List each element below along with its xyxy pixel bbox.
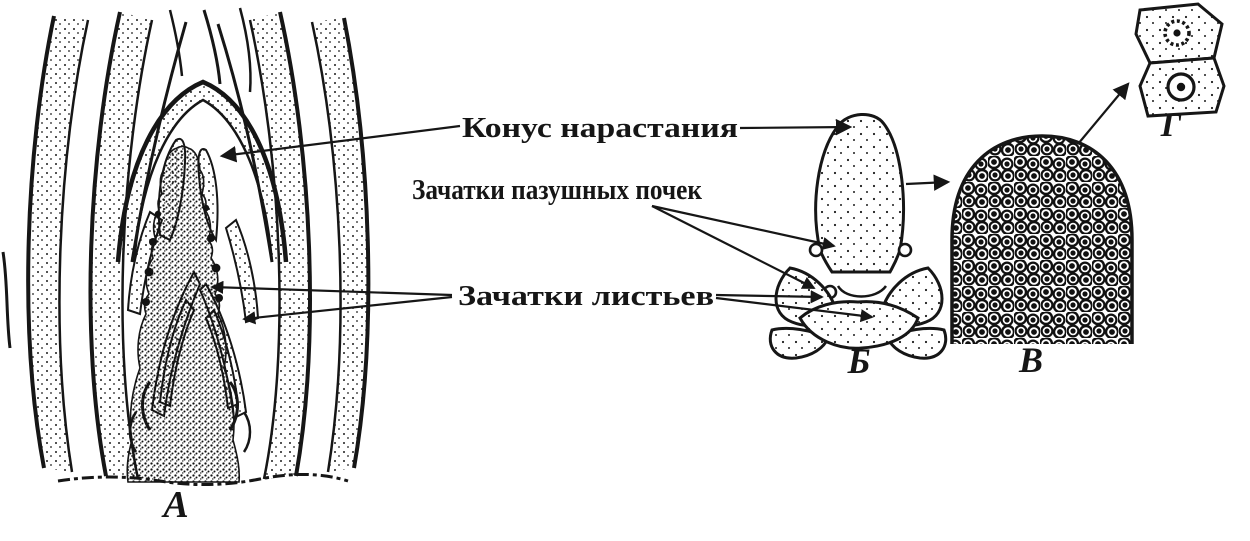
bud-scale — [88, 11, 122, 477]
basal-leaf-vein — [836, 285, 888, 298]
panel-b-illustration — [768, 113, 948, 360]
bud-scale — [202, 9, 222, 85]
nucleolus — [1173, 29, 1181, 37]
bud-scale — [58, 19, 90, 473]
basal-leaf — [798, 300, 920, 350]
section-base-line — [57, 473, 349, 487]
leader-lines — [210, 82, 1130, 325]
apex-dome — [814, 113, 905, 274]
leader-axillary-buds-1 — [651, 204, 836, 251]
panel-g-illustration — [1134, 2, 1226, 118]
basal-leaf — [768, 326, 830, 360]
leader-growth-cone-to-b — [739, 118, 853, 136]
bud-scale — [238, 7, 252, 93]
leader-leaf-left-2 — [242, 295, 453, 325]
primordium-nub — [142, 298, 150, 306]
axillary-bud-nub — [808, 242, 824, 258]
panel-letter-g: Г — [1160, 107, 1182, 144]
leaf-primordium-curl — [242, 411, 252, 453]
label-leaf-primordia: Зачатки листьев — [458, 280, 714, 312]
primordium-nub — [207, 234, 215, 242]
cell-dome-outline — [950, 134, 1134, 344]
bud-scale — [342, 17, 371, 469]
leader-leaf-right-2 — [715, 296, 874, 323]
leader-growth-cone-to-a — [219, 124, 461, 163]
primordium-nub — [211, 263, 221, 273]
stipple-band — [28, 16, 88, 472]
leader-axillary-buds-2 — [651, 205, 816, 289]
inner-scale-hood — [118, 82, 286, 262]
arrow-v-to-g — [1077, 82, 1130, 145]
axillary-bud-nub — [897, 242, 913, 258]
leaf-primordium — [224, 218, 260, 324]
growth-cone-shape — [126, 145, 241, 483]
bud-scale — [168, 9, 184, 77]
inner-scale-hood-outline — [115, 79, 289, 263]
panel-a-illustration — [1, 7, 371, 487]
leader-leaf-right-1 — [715, 290, 824, 304]
bud-scale — [310, 21, 342, 473]
primordium-nub — [154, 210, 162, 218]
label-growth-cone: Конус нарастания — [462, 112, 738, 144]
primordium-nub — [202, 204, 210, 212]
primordium-nub — [149, 238, 157, 246]
primordium-nub — [215, 294, 223, 302]
bud-scale — [278, 11, 312, 477]
bud-scale — [26, 15, 56, 469]
primordium-nub — [144, 267, 154, 277]
nucleus — [1167, 73, 1195, 101]
leader-leaf-left-1 — [210, 280, 453, 297]
panel-v-illustration — [950, 134, 1134, 344]
arrow-b-to-v — [905, 174, 951, 191]
label-axillary-buds: Зачатки пазушных почек — [412, 174, 702, 206]
cell-dome — [952, 136, 1132, 344]
bud-scale — [1, 251, 12, 349]
panel-letter-b: Б — [847, 341, 871, 381]
panel-letter-a: А — [161, 484, 188, 526]
panel-letter-v: В — [1018, 340, 1043, 380]
inner-scale-hood-outline — [132, 98, 274, 263]
nucleolus — [1176, 82, 1186, 92]
